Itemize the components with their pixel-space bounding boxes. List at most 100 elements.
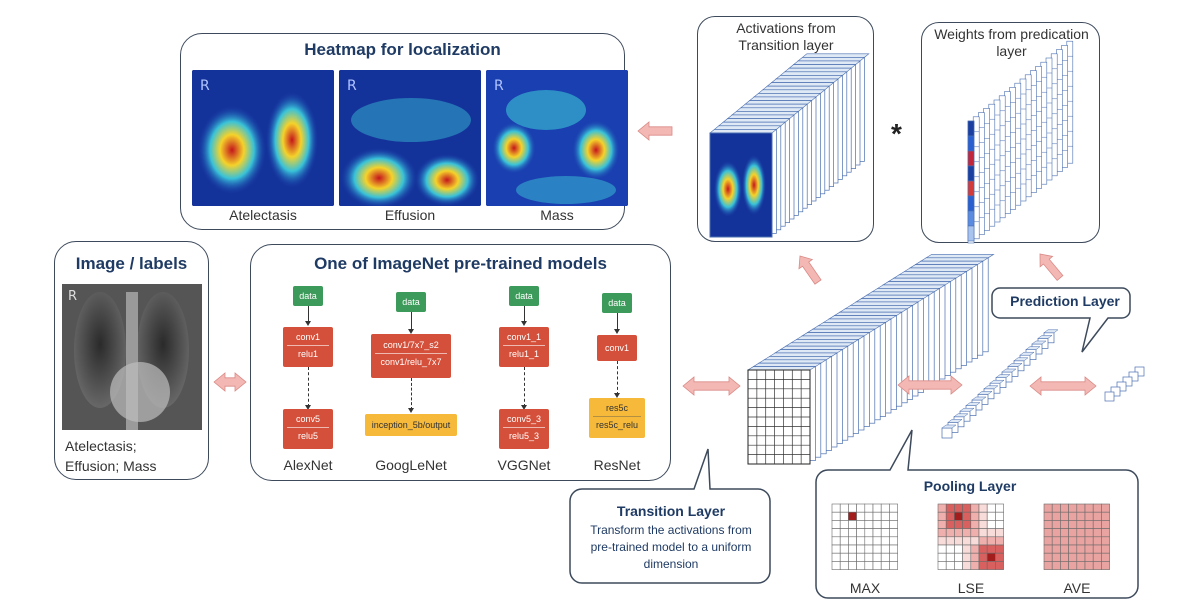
heatmap-panel: Heatmap for localization R Atelectasis R… [180,33,628,230]
prediction-cell-top [941,424,957,429]
resnet-line-2 [617,361,618,395]
transition-slice-top [849,301,920,306]
prediction-cell-top [983,385,999,390]
weights-panel: Weights from predication layer [921,22,1100,244]
pool-cell-ave [1060,528,1069,538]
prediction-cell [1037,338,1049,349]
pool-cell-max [880,544,890,554]
activation-slice-top [722,118,791,123]
pool-cell-lse [978,544,988,554]
arrow-prediction-to-weights-shape [1039,253,1064,281]
pool-cell-max [880,561,890,570]
prediction-cell [947,422,959,433]
vggnet-conv1-node: conv1_1 relu1_1 [499,327,549,367]
activation-slice-top [713,125,782,130]
transition-slice-top [768,352,839,357]
arrow-image-to-models [213,372,247,392]
prediction-cell [995,377,1007,388]
transition-slice-slice [909,267,973,363]
pool-cell-max [872,511,882,521]
transition-slice-slice [871,291,935,387]
pool-cell-lse [978,536,988,546]
transition-slice-top [903,267,974,272]
pool-cell-lse [995,520,1004,529]
pool-cell-lse [978,520,988,529]
transition-slice-slice [925,257,989,353]
pool-cell-ave [1101,544,1110,554]
transition-slice-top [854,298,925,303]
transition-slice-slice [828,318,892,414]
pool-cell-lse [937,511,947,521]
heatmap-title: Heatmap for localization [304,40,501,59]
pool-cell-ave [1076,503,1086,513]
transition-slice-top [919,257,990,262]
transition-slice-slice [855,301,919,397]
pooling-label-ave: AVE [1063,580,1091,596]
prediction-cell-top [1043,329,1059,334]
pool-cell-ave [1043,528,1053,538]
pool-cell-max [831,544,841,554]
prediction-cell [965,405,977,416]
prediction-cell-top [977,391,993,395]
pool-cell-max [872,528,882,538]
pool-cell-lse [945,503,955,513]
transition-slice-slice [780,349,843,444]
pool-cell-ave [1092,520,1102,529]
prediction-cell [1043,332,1055,344]
transition-slice-top [746,366,817,371]
activation-slice-top [753,93,822,98]
transition-slice-top [784,342,855,347]
transition-slice-top [871,288,941,293]
pool-cell-lse [970,520,980,529]
pool-cell-lse [945,552,955,562]
prediction-cell-top [1031,340,1047,345]
image-labels-panel: Image / labels R Atelectasis; Effusion; … [54,241,209,480]
heatmap-atelectasis-svg: R [192,70,334,206]
transition-slice-top [881,281,952,286]
pool-cell-ave [1068,536,1078,546]
pool-cell-max [831,528,841,538]
vggnet-conv5-node: conv5_3 relu5_3 [499,409,549,449]
pool-cell-max [831,511,841,521]
pool-cell-lse [986,536,996,546]
pool-cell-ave [1051,520,1061,529]
arrow-image-to-models-shape [213,372,247,392]
transition-slice-top [925,254,995,259]
pool-cell-max [831,520,841,529]
svg-text:R: R [347,78,357,94]
pool-cell-lse [978,503,988,513]
activation-slice-top [766,82,835,87]
heatmap-effusion-image: R [339,70,481,206]
alexnet-relu1-label: relu1 [297,349,318,359]
pool-cell-ave [1101,536,1110,546]
transition-slice-slice [877,288,940,383]
pool-cell-ave [1092,536,1102,546]
pool-cell-max [880,552,890,562]
pool-cell-ave [1068,503,1078,513]
pool-cell-lse [954,536,963,546]
prediction-cell-top [1037,335,1053,339]
weights-title: Weights from predication layer [934,26,1089,59]
arrow-prediction-to-output-shape [1029,376,1097,396]
pool-cell-ave [1051,536,1061,546]
pool-cell-max [831,503,841,513]
output-cell [1104,391,1115,402]
prediction-cell-top [995,374,1011,378]
pool-cell-ave [1060,520,1069,529]
vggnet-conv5-label: conv5_3 [506,414,542,424]
pool-cell-lse [986,544,996,554]
pool-cell-lse [970,544,980,554]
output-cell [1116,381,1127,392]
pool-cell-ave [1068,528,1078,538]
grid-frame [747,369,811,465]
transition-slice-top [795,335,866,340]
alexnet-line-1 [308,306,309,323]
pool-cell-max [839,544,849,554]
pool-cell-ave [1101,561,1110,570]
pool-cell-lse [962,561,972,570]
activation-slice-top [709,129,778,134]
pool-cell-ave [1043,520,1053,529]
transition-slice-top [800,332,871,337]
resnet-arrow-1 [614,329,620,334]
output-cell [1128,371,1139,382]
